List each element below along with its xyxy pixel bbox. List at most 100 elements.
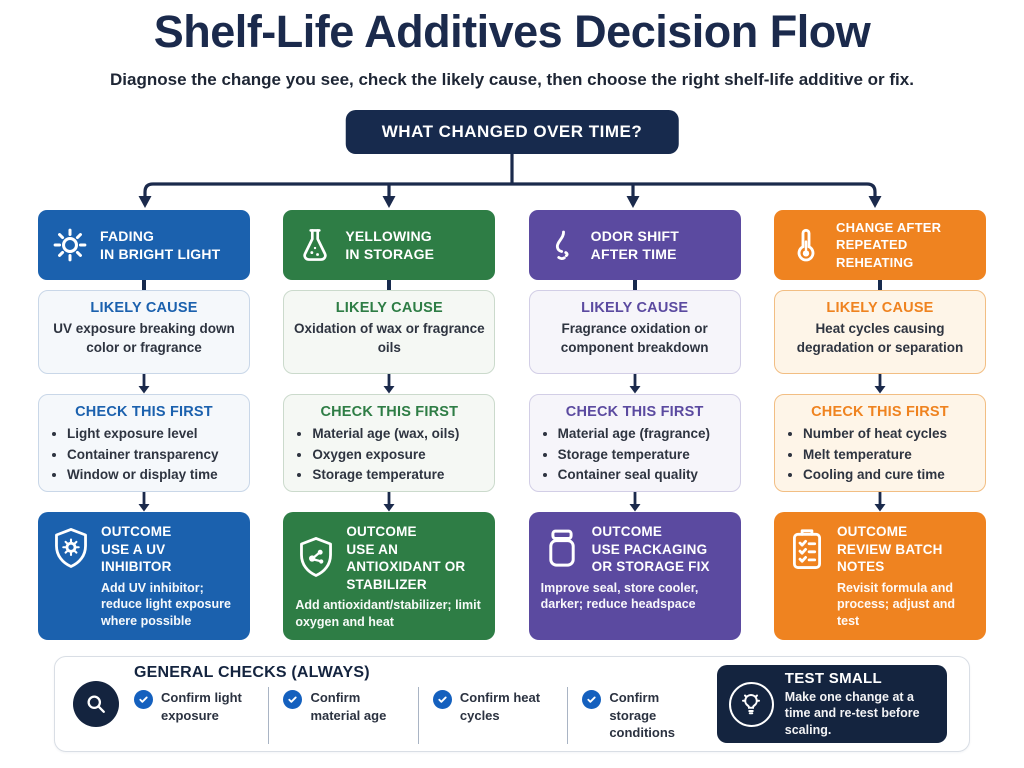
column-fading: FADING IN BRIGHT LIGHT LIKELY CAUSE UV e… xyxy=(38,210,250,640)
outcome-title: USE AN ANTIOXIDANT OR STABILIZER xyxy=(346,541,466,592)
general-check-item: Confirm material age xyxy=(268,687,417,744)
likely-cause-label: LIKELY CAUSE xyxy=(335,300,443,316)
test-small-body: Make one change at a time and re-test be… xyxy=(784,689,920,737)
shield-sun-icon xyxy=(50,526,92,572)
thermometer-icon xyxy=(787,226,825,264)
outcome-heading-row: OUTCOME USE AN ANTIOXIDANT OR STABILIZER xyxy=(295,523,483,593)
column-reheating: CHANGE AFTER REPEATED REHEATING LIKELY C… xyxy=(773,210,986,640)
likely-cause-text: Fragrance oxidation or component breakdo… xyxy=(560,321,709,355)
general-check-item: Confirm storage conditions xyxy=(567,687,716,744)
jar-icon xyxy=(541,526,583,572)
check-item: Container seal quality xyxy=(558,465,732,486)
outcome-heading: OUTCOME REVIEW BATCH NOTES xyxy=(837,523,974,576)
check-first-label: CHECK THIS FIRST xyxy=(75,404,213,420)
magnifier-icon xyxy=(73,681,119,727)
sun-icon xyxy=(51,226,89,264)
likely-cause-text: UV exposure breaking down color or fragr… xyxy=(53,321,235,355)
general-check-label: Confirm light exposure xyxy=(161,690,242,723)
check-item: Light exposure level xyxy=(67,424,241,445)
check-item: Melt temperature xyxy=(803,445,977,466)
test-small-content: TEST SMALL Make one change at a time and… xyxy=(785,670,935,739)
general-check-label: Confirm heat cycles xyxy=(459,690,541,723)
check-list: Material age (wax, oils) Oxygen exposure… xyxy=(292,424,486,486)
connector-line xyxy=(632,280,637,290)
fading-header: FADING IN BRIGHT LIGHT xyxy=(38,210,250,280)
general-checks-content: GENERAL CHECKS (ALWAYS) Confirm light ex… xyxy=(134,664,717,744)
check-circle-icon xyxy=(432,690,452,710)
check-circle-icon xyxy=(582,690,602,710)
branch-connector xyxy=(138,154,882,208)
outcome-body: Add antioxidant/stabilizer; limit oxygen… xyxy=(295,598,481,629)
test-small-title: TEST SMALL xyxy=(784,669,882,687)
odor-check-first-box: CHECK THIS FIRST Material age (fragrance… xyxy=(528,394,741,492)
likely-cause-label: LIKELY CAUSE xyxy=(90,300,198,316)
check-item: Material age (fragrance) xyxy=(558,424,732,445)
outcome-heading: OUTCOME USE A UV INHIBITOR xyxy=(101,523,238,576)
test-small-box: TEST SMALL Make one change at a time and… xyxy=(716,665,947,743)
yellowing-check-first-box: CHECK THIS FIRST Material age (wax, oils… xyxy=(283,394,496,492)
column-yellowing: YELLOWING IN STORAGE LIKELY CAUSE Oxidat… xyxy=(283,210,496,640)
yellowing-likely-cause-box: LIKELY CAUSE Oxidation of wax or fragran… xyxy=(283,290,496,374)
check-circle-icon xyxy=(134,690,153,710)
check-first-label: CHECK THIS FIRST xyxy=(811,404,949,420)
lightbulb-icon xyxy=(728,681,774,727)
reheating-check-first-box: CHECK THIS FIRST Number of heat cycles M… xyxy=(773,394,986,492)
down-arrow-icon xyxy=(283,374,495,394)
fading-check-first-box: CHECK THIS FIRST Light exposure level Co… xyxy=(38,394,250,492)
reheating-header: CHANGE AFTER REPEATED REHEATING xyxy=(773,210,986,280)
check-item: Window or display time xyxy=(67,465,241,486)
check-first-label: CHECK THIS FIRST xyxy=(565,404,704,420)
odor-header-title: ODOR SHIFT AFTER TIME xyxy=(590,227,679,262)
check-first-label: CHECK THIS FIRST xyxy=(320,404,459,420)
likely-cause-text: Heat cycles causing degradation or separ… xyxy=(796,321,964,355)
connector-line xyxy=(877,280,882,290)
check-item: Storage temperature xyxy=(312,465,486,486)
outcome-title: USE PACKAGING OR STORAGE FIX xyxy=(591,541,710,575)
down-arrow-icon xyxy=(38,374,250,394)
likely-cause-label: LIKELY CAUSE xyxy=(826,300,934,316)
general-checks-title: GENERAL CHECKS (ALWAYS) xyxy=(134,664,370,682)
outcome-body: Revisit formula and process; adjust and … xyxy=(836,580,956,628)
check-list: Light exposure level Container transpare… xyxy=(47,424,241,486)
general-checks-list: Confirm light exposure Confirm material … xyxy=(134,687,717,744)
general-check-item: Confirm heat cycles xyxy=(417,687,567,744)
check-item: Number of heat cycles xyxy=(803,424,977,445)
outcome-heading: OUTCOME USE PACKAGING OR STORAGE FIX xyxy=(592,523,729,576)
outcome-heading: OUTCOME USE AN ANTIOXIDANT OR STABILIZER xyxy=(346,523,483,593)
outcome-heading-row: OUTCOME REVIEW BATCH NOTES xyxy=(786,523,974,576)
odor-header: ODOR SHIFT AFTER TIME xyxy=(528,210,741,280)
down-arrow-icon xyxy=(38,492,250,512)
general-check-label: Confirm storage conditions xyxy=(609,690,676,741)
connector-line xyxy=(387,280,392,290)
outcome-label: OUTCOME xyxy=(836,524,908,539)
yellowing-header: YELLOWING IN STORAGE xyxy=(283,210,496,280)
down-arrow-icon xyxy=(283,492,495,512)
likely-cause-label: LIKELY CAUSE xyxy=(581,300,689,316)
fading-header-title: FADING IN BRIGHT LIGHT xyxy=(100,227,221,262)
check-item: Container transparency xyxy=(67,445,241,466)
check-item: Storage temperature xyxy=(558,445,732,466)
connector-line xyxy=(142,280,146,290)
check-item: Oxygen exposure xyxy=(312,445,486,466)
outcome-title: REVIEW BATCH NOTES xyxy=(836,541,943,575)
check-list: Number of heat cycles Melt temperature C… xyxy=(783,424,977,486)
root-question-box: WHAT CHANGED OVER TIME? xyxy=(345,110,679,154)
outcome-heading-row: OUTCOME USE A UV INHIBITOR xyxy=(50,523,238,576)
reheating-header-title: CHANGE AFTER REPEATED REHEATING xyxy=(835,220,942,270)
check-item: Cooling and cure time xyxy=(803,465,977,486)
outcome-label: OUTCOME xyxy=(101,524,172,539)
fading-outcome-box: OUTCOME USE A UV INHIBITOR Add UV inhibi… xyxy=(38,512,250,640)
reheating-outcome-box: OUTCOME REVIEW BATCH NOTES Revisit formu… xyxy=(773,512,986,640)
reheating-likely-cause-box: LIKELY CAUSE Heat cycles causing degrada… xyxy=(773,290,986,374)
down-arrow-icon xyxy=(774,374,986,394)
nose-icon xyxy=(542,226,580,264)
check-circle-icon xyxy=(283,690,303,710)
outcome-heading-row: OUTCOME USE PACKAGING OR STORAGE FIX xyxy=(541,523,729,576)
check-list: Material age (fragrance) Storage tempera… xyxy=(538,424,732,486)
decision-columns: FADING IN BRIGHT LIGHT LIKELY CAUSE UV e… xyxy=(38,210,986,640)
yellowing-header-title: YELLOWING IN STORAGE xyxy=(345,227,435,262)
general-check-label: Confirm material age xyxy=(310,690,387,723)
general-check-item: Confirm light exposure xyxy=(134,687,268,744)
down-arrow-icon xyxy=(774,492,986,512)
